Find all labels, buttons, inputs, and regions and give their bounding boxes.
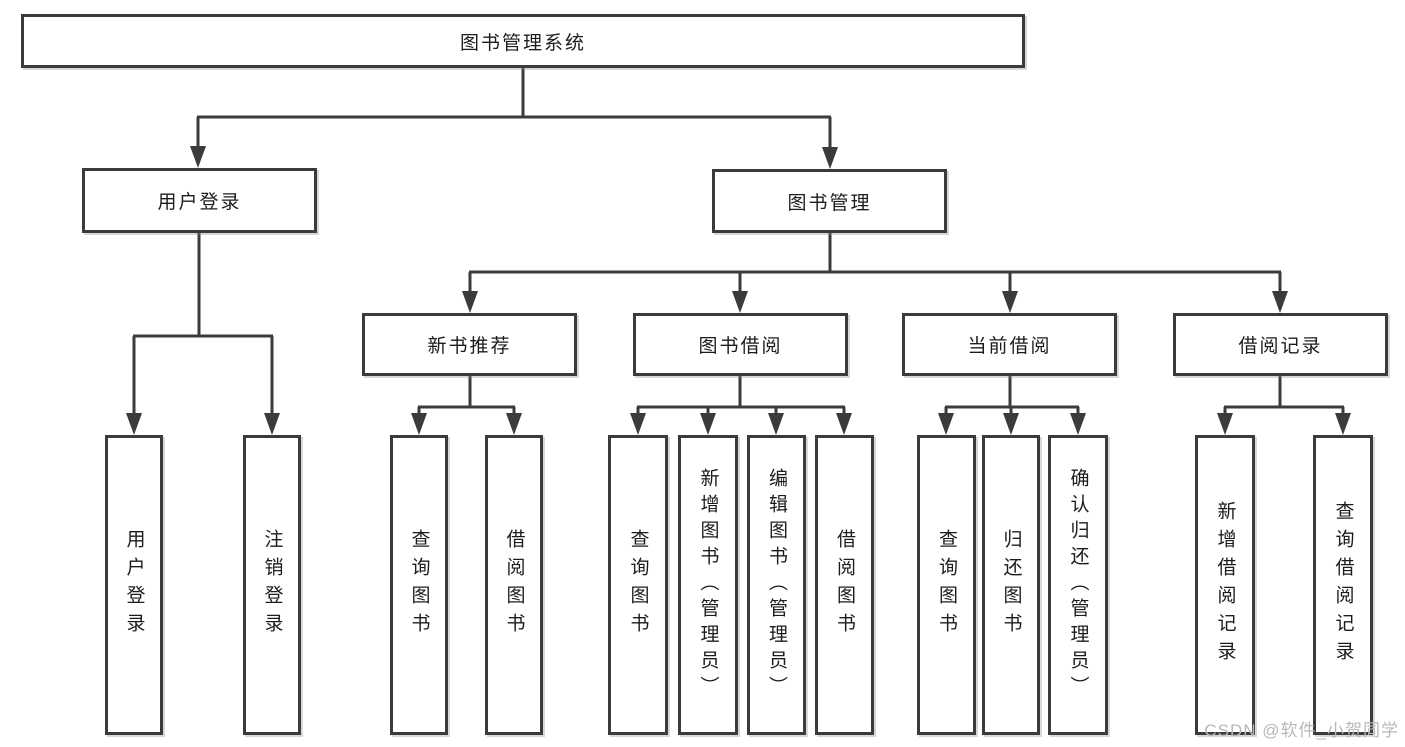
node-new-book-recommend-label: 新书推荐 bbox=[427, 336, 512, 357]
csdn-watermark: CSDN @软件_小贺同学 bbox=[1204, 721, 1399, 740]
leaf-borrow-borrow-book-label: 借阅图书 bbox=[834, 529, 855, 641]
leaf-current-confirm-return-admin-label: 确认归还（管理员） bbox=[1067, 468, 1089, 702]
node-new-book-recommend: 新书推荐 bbox=[362, 313, 577, 376]
node-user-login: 用户登录 bbox=[82, 168, 317, 233]
leaf-user-login-label: 用户登录 bbox=[123, 529, 145, 641]
node-user-login-label: 用户登录 bbox=[157, 192, 242, 213]
leaf-recommend-query-book: 查询图书 bbox=[390, 435, 448, 735]
leaf-records-query-record: 查询借阅记录 bbox=[1313, 435, 1373, 735]
leaf-recommend-borrow-book: 借阅图书 bbox=[485, 435, 543, 735]
leaf-logout-label: 注销登录 bbox=[261, 529, 283, 641]
node-book-management-label: 图书管理 bbox=[787, 192, 872, 214]
leaf-borrow-query-book: 查询图书 bbox=[608, 435, 668, 735]
leaf-records-add-record-label: 新增借阅记录 bbox=[1214, 501, 1236, 669]
leaf-current-confirm-return-admin: 确认归还（管理员） bbox=[1048, 435, 1108, 735]
leaf-borrow-borrow-book: 借阅图书 bbox=[815, 435, 874, 735]
node-book-borrow: 图书借阅 bbox=[633, 313, 848, 376]
node-root-system-label: 图书管理系统 bbox=[459, 32, 586, 54]
node-book-borrow-label: 图书借阅 bbox=[698, 336, 783, 357]
leaf-borrow-edit-book-admin: 编辑图书（管理员） bbox=[747, 435, 806, 735]
leaf-borrow-add-book-admin-label: 新增图书（管理员） bbox=[697, 468, 719, 702]
connector-current-to-leaves bbox=[938, 376, 1086, 435]
leaf-user-login: 用户登录 bbox=[105, 435, 163, 735]
node-current-borrow-label: 当前借阅 bbox=[967, 336, 1052, 357]
connector-root-to-level2 bbox=[190, 68, 838, 169]
leaf-records-add-record: 新增借阅记录 bbox=[1195, 435, 1255, 735]
node-root-system: 图书管理系统 bbox=[21, 14, 1025, 68]
leaf-borrow-add-book-admin: 新增图书（管理员） bbox=[678, 435, 738, 735]
node-borrow-records: 借阅记录 bbox=[1173, 313, 1388, 376]
node-borrow-records-label: 借阅记录 bbox=[1238, 336, 1323, 357]
connector-login-to-leaves bbox=[126, 233, 280, 435]
connector-recommend-to-leaves bbox=[411, 376, 522, 435]
leaf-current-return-book: 归还图书 bbox=[982, 435, 1040, 735]
connector-records-to-leaves bbox=[1217, 376, 1351, 435]
leaf-current-return-book-label: 归还图书 bbox=[1000, 529, 1022, 641]
node-book-management: 图书管理 bbox=[712, 169, 947, 233]
connector-mgmt-to-level3 bbox=[462, 233, 1288, 313]
node-current-borrow: 当前借阅 bbox=[902, 313, 1117, 376]
connector-borrow-to-leaves bbox=[630, 376, 852, 435]
leaf-recommend-borrow-book-label: 借阅图书 bbox=[503, 529, 525, 641]
leaf-borrow-edit-book-admin-label: 编辑图书（管理员） bbox=[766, 468, 787, 702]
leaf-current-query-book-label: 查询图书 bbox=[936, 529, 957, 641]
leaf-logout: 注销登录 bbox=[243, 435, 301, 735]
leaf-recommend-query-book-label: 查询图书 bbox=[408, 529, 430, 641]
leaf-current-query-book: 查询图书 bbox=[917, 435, 976, 735]
leaf-borrow-query-book-label: 查询图书 bbox=[627, 529, 649, 641]
leaf-records-query-record-label: 查询借阅记录 bbox=[1332, 501, 1354, 669]
